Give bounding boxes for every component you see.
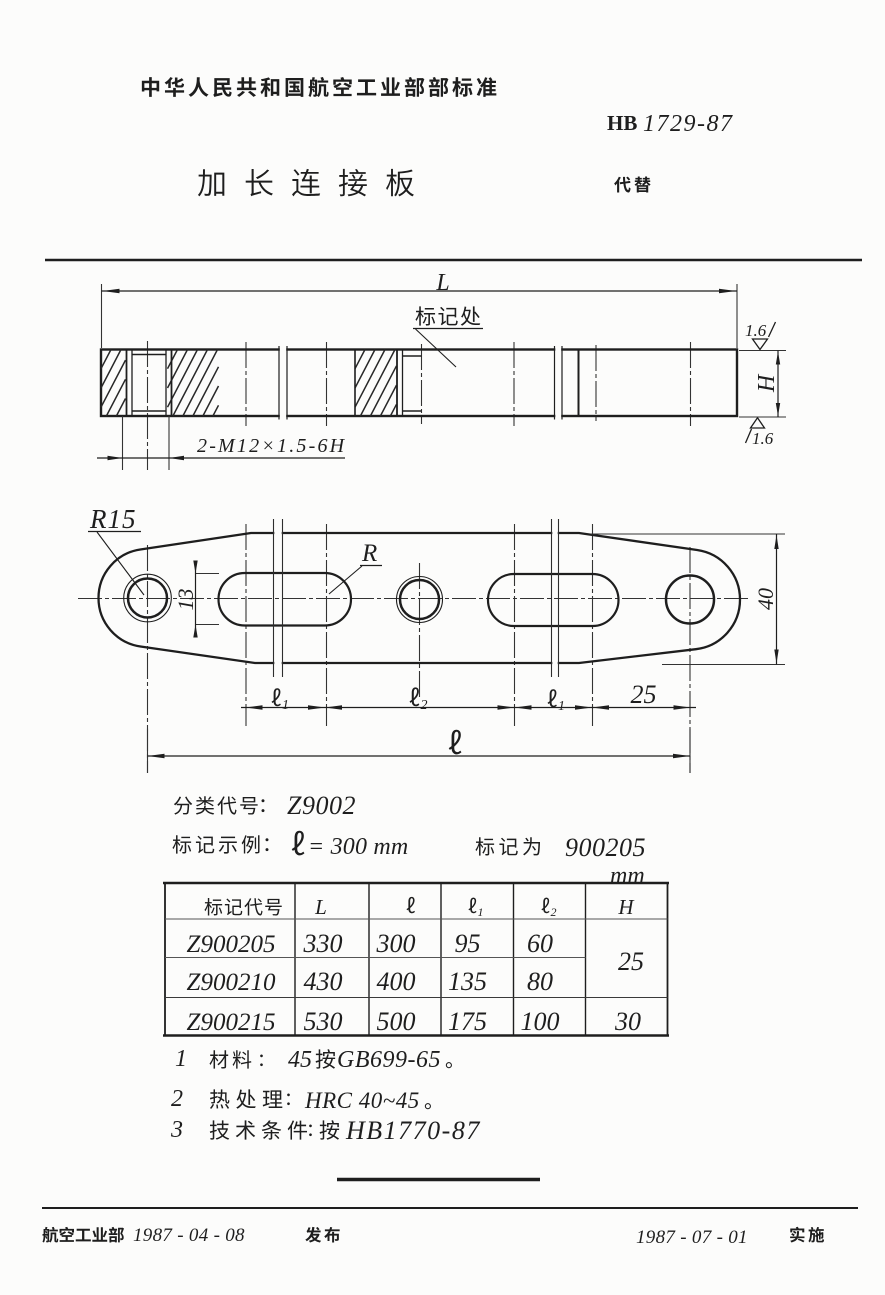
svg-text:HRC 40~45: HRC 40~45	[304, 1088, 420, 1113]
svg-text:Z9002: Z9002	[287, 791, 356, 820]
svg-text:13: 13	[173, 589, 198, 611]
svg-text:1.6: 1.6	[752, 429, 774, 448]
svg-text:2: 2	[171, 1086, 183, 1112]
svg-text:R: R	[361, 540, 377, 567]
svg-text:100: 100	[521, 1007, 560, 1036]
svg-text:900205: 900205	[565, 833, 646, 862]
svg-text:2: 2	[421, 698, 428, 713]
svg-text:2: 2	[551, 905, 557, 919]
svg-text:HB: HB	[607, 111, 637, 135]
svg-text:1: 1	[282, 698, 289, 713]
svg-text:Z900215: Z900215	[187, 1009, 276, 1036]
svg-text:430: 430	[304, 967, 343, 996]
svg-text:1.6: 1.6	[745, 321, 767, 340]
svg-text:60: 60	[527, 929, 553, 958]
svg-text:1: 1	[175, 1046, 187, 1072]
svg-text:R15: R15	[89, 504, 137, 534]
svg-text:1987 - 04 - 08: 1987 - 04 - 08	[133, 1225, 245, 1246]
svg-text:Z900205: Z900205	[187, 931, 276, 958]
svg-text:1987 - 07 - 01: 1987 - 07 - 01	[636, 1227, 748, 1248]
svg-text:L: L	[314, 895, 327, 919]
svg-text:1: 1	[478, 905, 484, 919]
svg-text:25: 25	[618, 947, 644, 976]
svg-text:H: H	[617, 895, 635, 919]
svg-text:2-M12×1.5-6H: 2-M12×1.5-6H	[197, 435, 346, 457]
svg-text:30: 30	[614, 1007, 641, 1036]
svg-text:= 300 mm: = 300 mm	[308, 834, 408, 860]
svg-text:530: 530	[304, 1007, 343, 1036]
svg-text:1: 1	[558, 699, 565, 714]
svg-text:HB1770-87: HB1770-87	[345, 1116, 481, 1145]
svg-text:L: L	[435, 270, 449, 296]
svg-text:40: 40	[753, 588, 778, 610]
svg-text:175: 175	[448, 1007, 487, 1036]
svg-text:500: 500	[377, 1007, 416, 1036]
svg-text:45: 45	[288, 1047, 312, 1073]
svg-text:300: 300	[376, 929, 416, 958]
svg-text:3: 3	[170, 1117, 183, 1143]
svg-text:H: H	[754, 373, 780, 393]
svg-text:80: 80	[527, 967, 553, 996]
svg-text:330: 330	[303, 929, 343, 958]
svg-text:25: 25	[631, 680, 657, 709]
svg-text:400: 400	[377, 967, 416, 996]
svg-text:GB699-65: GB699-65	[337, 1047, 441, 1073]
svg-text:mm: mm	[610, 863, 645, 889]
svg-text:1729-87: 1729-87	[643, 111, 734, 137]
svg-text:Z900210: Z900210	[187, 969, 276, 996]
svg-text:135: 135	[448, 967, 487, 996]
svg-text:95: 95	[455, 929, 481, 958]
